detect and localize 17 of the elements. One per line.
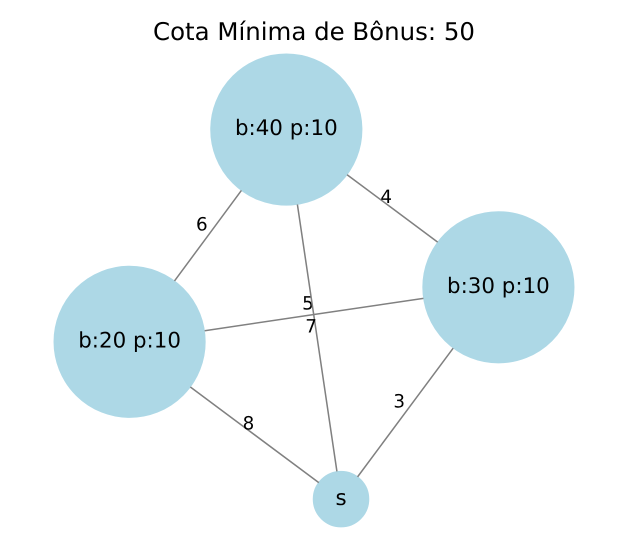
connector — [189, 386, 319, 484]
edge-label: 7 — [304, 316, 316, 338]
connector — [173, 190, 242, 282]
edge-label: 8 — [242, 414, 254, 435]
node-circle: s — [312, 470, 369, 528]
node-circle: b:20 p:10 — [53, 266, 206, 418]
edge-label: 5 — [302, 293, 314, 314]
connector — [346, 174, 438, 243]
connector — [204, 298, 424, 332]
edge-label: 3 — [392, 391, 405, 412]
node-circle: b:30 p:10 — [422, 211, 574, 364]
connector — [296, 204, 338, 472]
edge-label: 4 — [380, 187, 392, 208]
diagram-title: Cota Mínima de Bônus: 50 — [152, 17, 474, 46]
node-circle: b:40 p:10 — [210, 53, 362, 206]
connector — [356, 348, 454, 478]
edge-label: 6 — [196, 214, 208, 236]
